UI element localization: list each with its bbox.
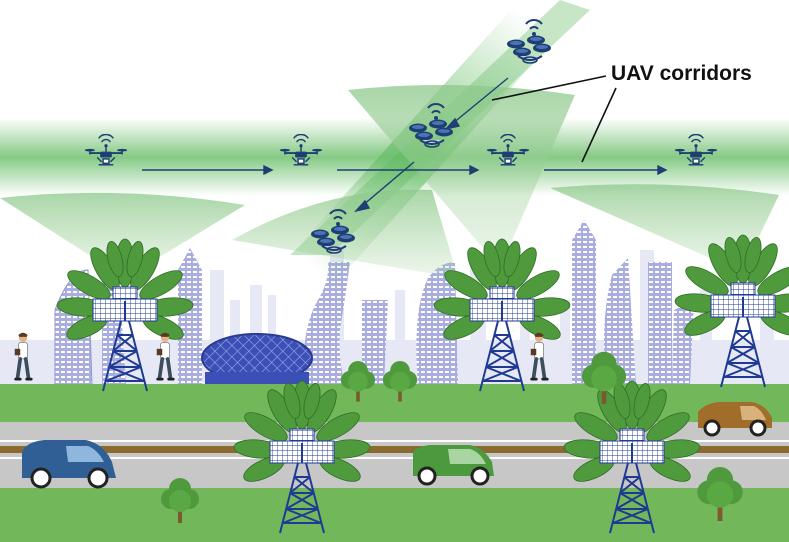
stadium-dome-icon bbox=[201, 333, 313, 384]
car-icon bbox=[22, 440, 116, 489]
flight-path-arrows bbox=[142, 77, 668, 213]
coverage-beams bbox=[0, 85, 779, 278]
uav-corridors-label: UAV corridors bbox=[611, 62, 752, 85]
car-icon bbox=[698, 402, 772, 437]
car-icon bbox=[413, 445, 494, 486]
callout-leaders bbox=[491, 75, 617, 163]
road-divider bbox=[0, 446, 789, 453]
grass-strip-lower bbox=[0, 488, 789, 542]
